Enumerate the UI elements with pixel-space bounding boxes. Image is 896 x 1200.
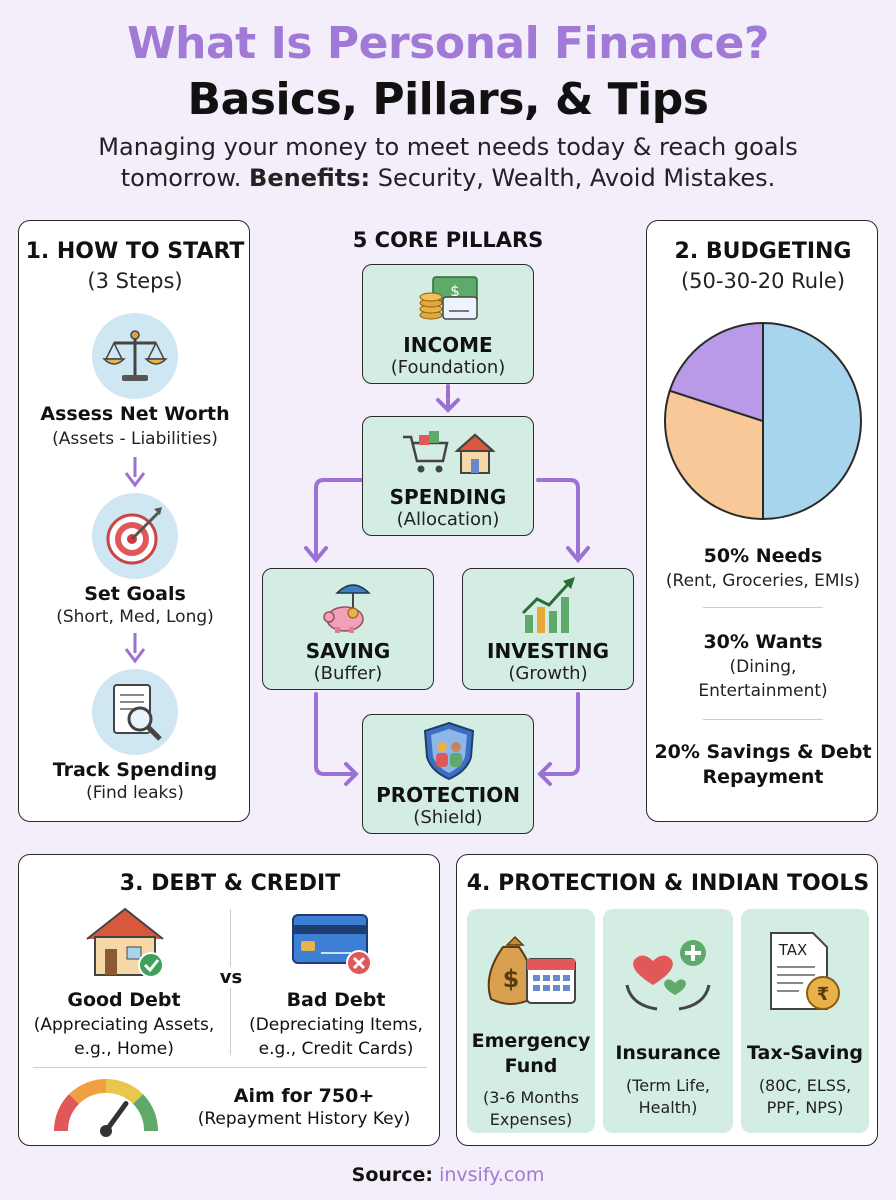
tool-desc: Expenses) — [489, 1110, 573, 1129]
pillar-name: PROTECTION — [376, 783, 520, 807]
svg-text:₹: ₹ — [817, 984, 830, 1005]
tool-desc: (Term Life, — [625, 1076, 711, 1095]
cash-coins-icon: $ — [419, 276, 478, 320]
tool-name: Insurance — [615, 1042, 721, 1064]
source-footer: Source: invsify.com — [0, 1164, 896, 1186]
protection-tools-title: 4. PROTECTION & INDIAN TOOLS — [466, 871, 870, 896]
pillar-name: INVESTING — [487, 639, 609, 663]
pillar-desc: (Foundation) — [390, 357, 506, 378]
tool-desc: PPF, NPS) — [766, 1098, 844, 1117]
pillar-desc: (Growth) — [508, 663, 588, 684]
budgeting-subtitle: (50-30-20 Rule) — [680, 269, 846, 293]
budget-item-head: 20% Savings & Debt — [654, 741, 872, 763]
bad-debt-desc-line1: (Depreciating Items, — [249, 1015, 423, 1035]
tool-insurance: Insurance (Term Life, Health) — [603, 909, 733, 1133]
score-divider — [33, 1067, 427, 1068]
pillar-name: SAVING — [305, 639, 391, 663]
good-debt-name: Good Debt — [67, 989, 181, 1011]
budget-item-head: 30% Wants — [703, 631, 823, 653]
how-to-start-title: 1. HOW TO START — [25, 239, 245, 264]
budget-item-desc: (Rent, Groceries, EMIs) — [665, 571, 861, 591]
subtitle-text: Managing your money to meet needs today … — [98, 133, 798, 192]
debt-credit-title: 3. DEBT & CREDIT — [119, 871, 341, 896]
budgeting-title: 2. BUDGETING — [674, 239, 852, 264]
tool-desc: (3-6 Months — [483, 1088, 579, 1107]
pillar-investing: INVESTING (Growth) — [462, 568, 634, 690]
bad-debt-desc-line2: e.g., Credit Cards) — [258, 1039, 414, 1059]
tool-desc: Health) — [638, 1098, 698, 1117]
step-desc: (Find leaks) — [86, 783, 184, 803]
pillar-desc: (Allocation) — [396, 509, 500, 530]
document-search-icon — [92, 669, 178, 755]
hands-heart-icon — [625, 940, 711, 1011]
pillar-flow-arrows — [304, 384, 590, 786]
svg-text:$: $ — [503, 965, 520, 993]
pillar-protection: PROTECTION (Shield) — [362, 714, 534, 834]
budget-item-desc: Entertainment) — [698, 681, 828, 701]
pillar-desc: (Buffer) — [313, 663, 383, 684]
pillar-spending: SPENDING (Allocation) — [362, 416, 534, 536]
source-label: Source: — [351, 1164, 434, 1186]
scale-icon — [92, 313, 178, 399]
tool-name: Tax-Saving — [746, 1042, 863, 1064]
subtitle-text-end: Security, Wealth, Avoid Mistakes. — [370, 164, 776, 192]
protection-tools-card: 4. PROTECTION & INDIAN TOOLS $ Emergency… — [456, 854, 878, 1146]
step-desc: (Assets - Liabilities) — [52, 429, 218, 449]
credit-score-target: Aim for 750+ — [233, 1085, 375, 1107]
gauge-icon — [53, 1078, 159, 1137]
step-name: Set Goals — [84, 583, 186, 605]
moneybag-calendar-icon: $ — [487, 935, 576, 1005]
tool-desc: (80C, ELSS, — [758, 1076, 852, 1095]
bad-debt-name: Bad Debt — [286, 989, 386, 1011]
pillar-income: $ INCOME (Foundation) — [362, 264, 534, 384]
pillars-title: 5 CORE PILLARS — [352, 228, 544, 252]
debt-credit-card: 3. DEBT & CREDIT Good Debt (Appreciating… — [18, 854, 440, 1146]
down-arrow-icon — [124, 633, 146, 664]
page-title-line1: What Is Personal Finance? — [127, 18, 769, 69]
good-debt-desc-line1: (Appreciating Assets, — [33, 1015, 215, 1035]
house-check-icon — [86, 907, 164, 978]
tax-document-icon: TAX ₹ — [770, 932, 840, 1010]
tool-name: Emergency — [471, 1030, 591, 1052]
budgeting-card: 2. BUDGETING (50-30-20 Rule) 50% Needs (… — [646, 220, 878, 822]
target-icon — [92, 493, 178, 579]
subtitle-bold: Benefits: — [249, 164, 371, 192]
how-to-start-subtitle: (3 Steps) — [87, 269, 183, 293]
tool-emergency-fund: $ Emergency Fund (3-6 Months Expenses) — [467, 909, 595, 1133]
down-arrow-icon — [124, 457, 146, 488]
pillar-desc: (Shield) — [413, 807, 483, 828]
family-shield-icon — [423, 721, 475, 781]
budget-divider — [703, 719, 823, 720]
cart-house-icon — [403, 431, 496, 474]
step-name: Assess Net Worth — [40, 403, 230, 425]
credit-score-desc: (Repayment History Key) — [197, 1109, 411, 1129]
how-to-start-card: 1. HOW TO START (3 Steps) Assess Net Wor… — [18, 220, 250, 822]
credit-card-x-icon — [292, 914, 372, 976]
tool-name: Fund — [504, 1055, 558, 1077]
pie-slice-0 — [762, 321, 862, 521]
budget-item-head: Repayment — [702, 766, 824, 788]
step-desc: (Short, Med, Long) — [56, 607, 214, 627]
step-name: Track Spending — [52, 759, 218, 781]
budget-pie-chart — [664, 321, 862, 521]
pillar-saving: SAVING (Buffer) — [262, 568, 434, 690]
pie-slice-1 — [664, 389, 764, 521]
pie-slice-2 — [668, 321, 764, 423]
source-link[interactable]: invsify.com — [439, 1164, 545, 1186]
good-debt-desc-line2: e.g., Home) — [74, 1039, 174, 1059]
tax-doc-label: TAX — [778, 941, 808, 959]
pillar-name: SPENDING — [389, 485, 507, 509]
tool-tax-saving: TAX ₹ Tax-Saving (80C, ELSS, PPF, NPS) — [741, 909, 869, 1133]
budget-item-head: 50% Needs — [703, 545, 823, 567]
page-title-line2: Basics, Pillars, & Tips — [187, 74, 709, 125]
page-subtitle: Managing your money to meet needs today … — [40, 132, 856, 194]
svg-text:$: $ — [450, 282, 460, 300]
budget-divider — [703, 607, 823, 608]
pillar-name: INCOME — [403, 333, 493, 357]
budget-item-desc: (Dining, — [729, 657, 797, 677]
piggy-bank-umbrella-icon — [323, 584, 371, 633]
growth-chart-icon — [521, 577, 575, 633]
vs-label: vs — [215, 967, 247, 988]
